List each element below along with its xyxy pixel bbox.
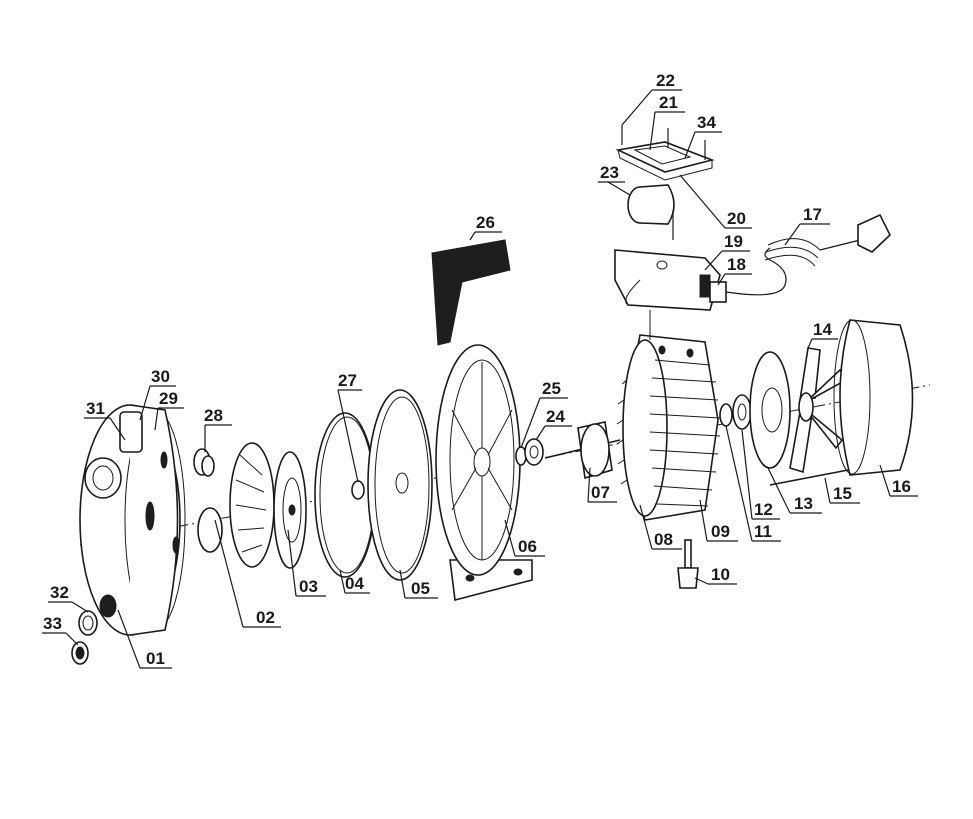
label-07: 07 <box>591 483 610 502</box>
label-04: 04 <box>345 574 364 593</box>
housing-o-ring <box>314 412 376 578</box>
cover-plate <box>367 389 433 581</box>
label-29: 29 <box>159 389 178 408</box>
label-25: 25 <box>542 379 561 398</box>
label-33: 33 <box>43 614 62 633</box>
label-06: 06 <box>518 537 537 556</box>
bearing-ring <box>719 403 733 427</box>
label-08: 08 <box>654 530 673 549</box>
label-14: 14 <box>813 320 832 339</box>
label-21: 21 <box>659 93 678 112</box>
label-02: 02 <box>256 608 275 627</box>
rotor <box>544 421 621 480</box>
motor-housing <box>616 334 721 521</box>
capacitor <box>627 184 675 225</box>
drain-plug <box>71 610 98 665</box>
mechanical-seal <box>524 438 544 466</box>
label-34: 34 <box>697 113 716 132</box>
label-01: 01 <box>146 649 165 668</box>
label-20: 20 <box>727 209 746 228</box>
label-03: 03 <box>299 577 318 596</box>
bearing <box>732 394 752 430</box>
label-23: 23 <box>600 163 619 182</box>
pump-housing <box>79 404 186 636</box>
label-28: 28 <box>204 406 223 425</box>
label-26: 26 <box>476 213 495 232</box>
label-18: 18 <box>727 255 746 274</box>
label-31: 31 <box>86 399 105 418</box>
label-32: 32 <box>50 583 69 602</box>
cooling-fan <box>789 347 848 474</box>
cover-screws <box>621 125 706 240</box>
terminal-box <box>614 249 721 340</box>
long-bolt <box>769 469 849 486</box>
bottom-screw <box>677 539 699 589</box>
o-rings <box>193 448 215 477</box>
carry-handle <box>431 239 511 346</box>
small-seal <box>351 480 365 500</box>
label-27: 27 <box>338 371 357 390</box>
label-30: 30 <box>151 367 170 386</box>
terminal-cover <box>615 141 715 181</box>
label-13: 13 <box>794 494 813 513</box>
pump-bracket <box>435 344 533 602</box>
label-10: 10 <box>711 565 730 584</box>
diffuser <box>197 442 275 568</box>
label-16: 16 <box>892 477 911 496</box>
end-shield <box>749 351 791 469</box>
impeller <box>273 451 307 569</box>
label-09: 09 <box>711 522 730 541</box>
label-05: 05 <box>411 579 430 598</box>
label-11: 11 <box>754 522 772 541</box>
fan-cover <box>833 319 914 476</box>
label-24: 24 <box>546 407 565 426</box>
power-cable <box>725 213 891 296</box>
label-15: 15 <box>833 484 852 503</box>
label-17: 17 <box>803 205 822 224</box>
label-12: 12 <box>754 500 773 519</box>
label-22: 22 <box>656 71 675 90</box>
label-19: 19 <box>724 232 743 251</box>
